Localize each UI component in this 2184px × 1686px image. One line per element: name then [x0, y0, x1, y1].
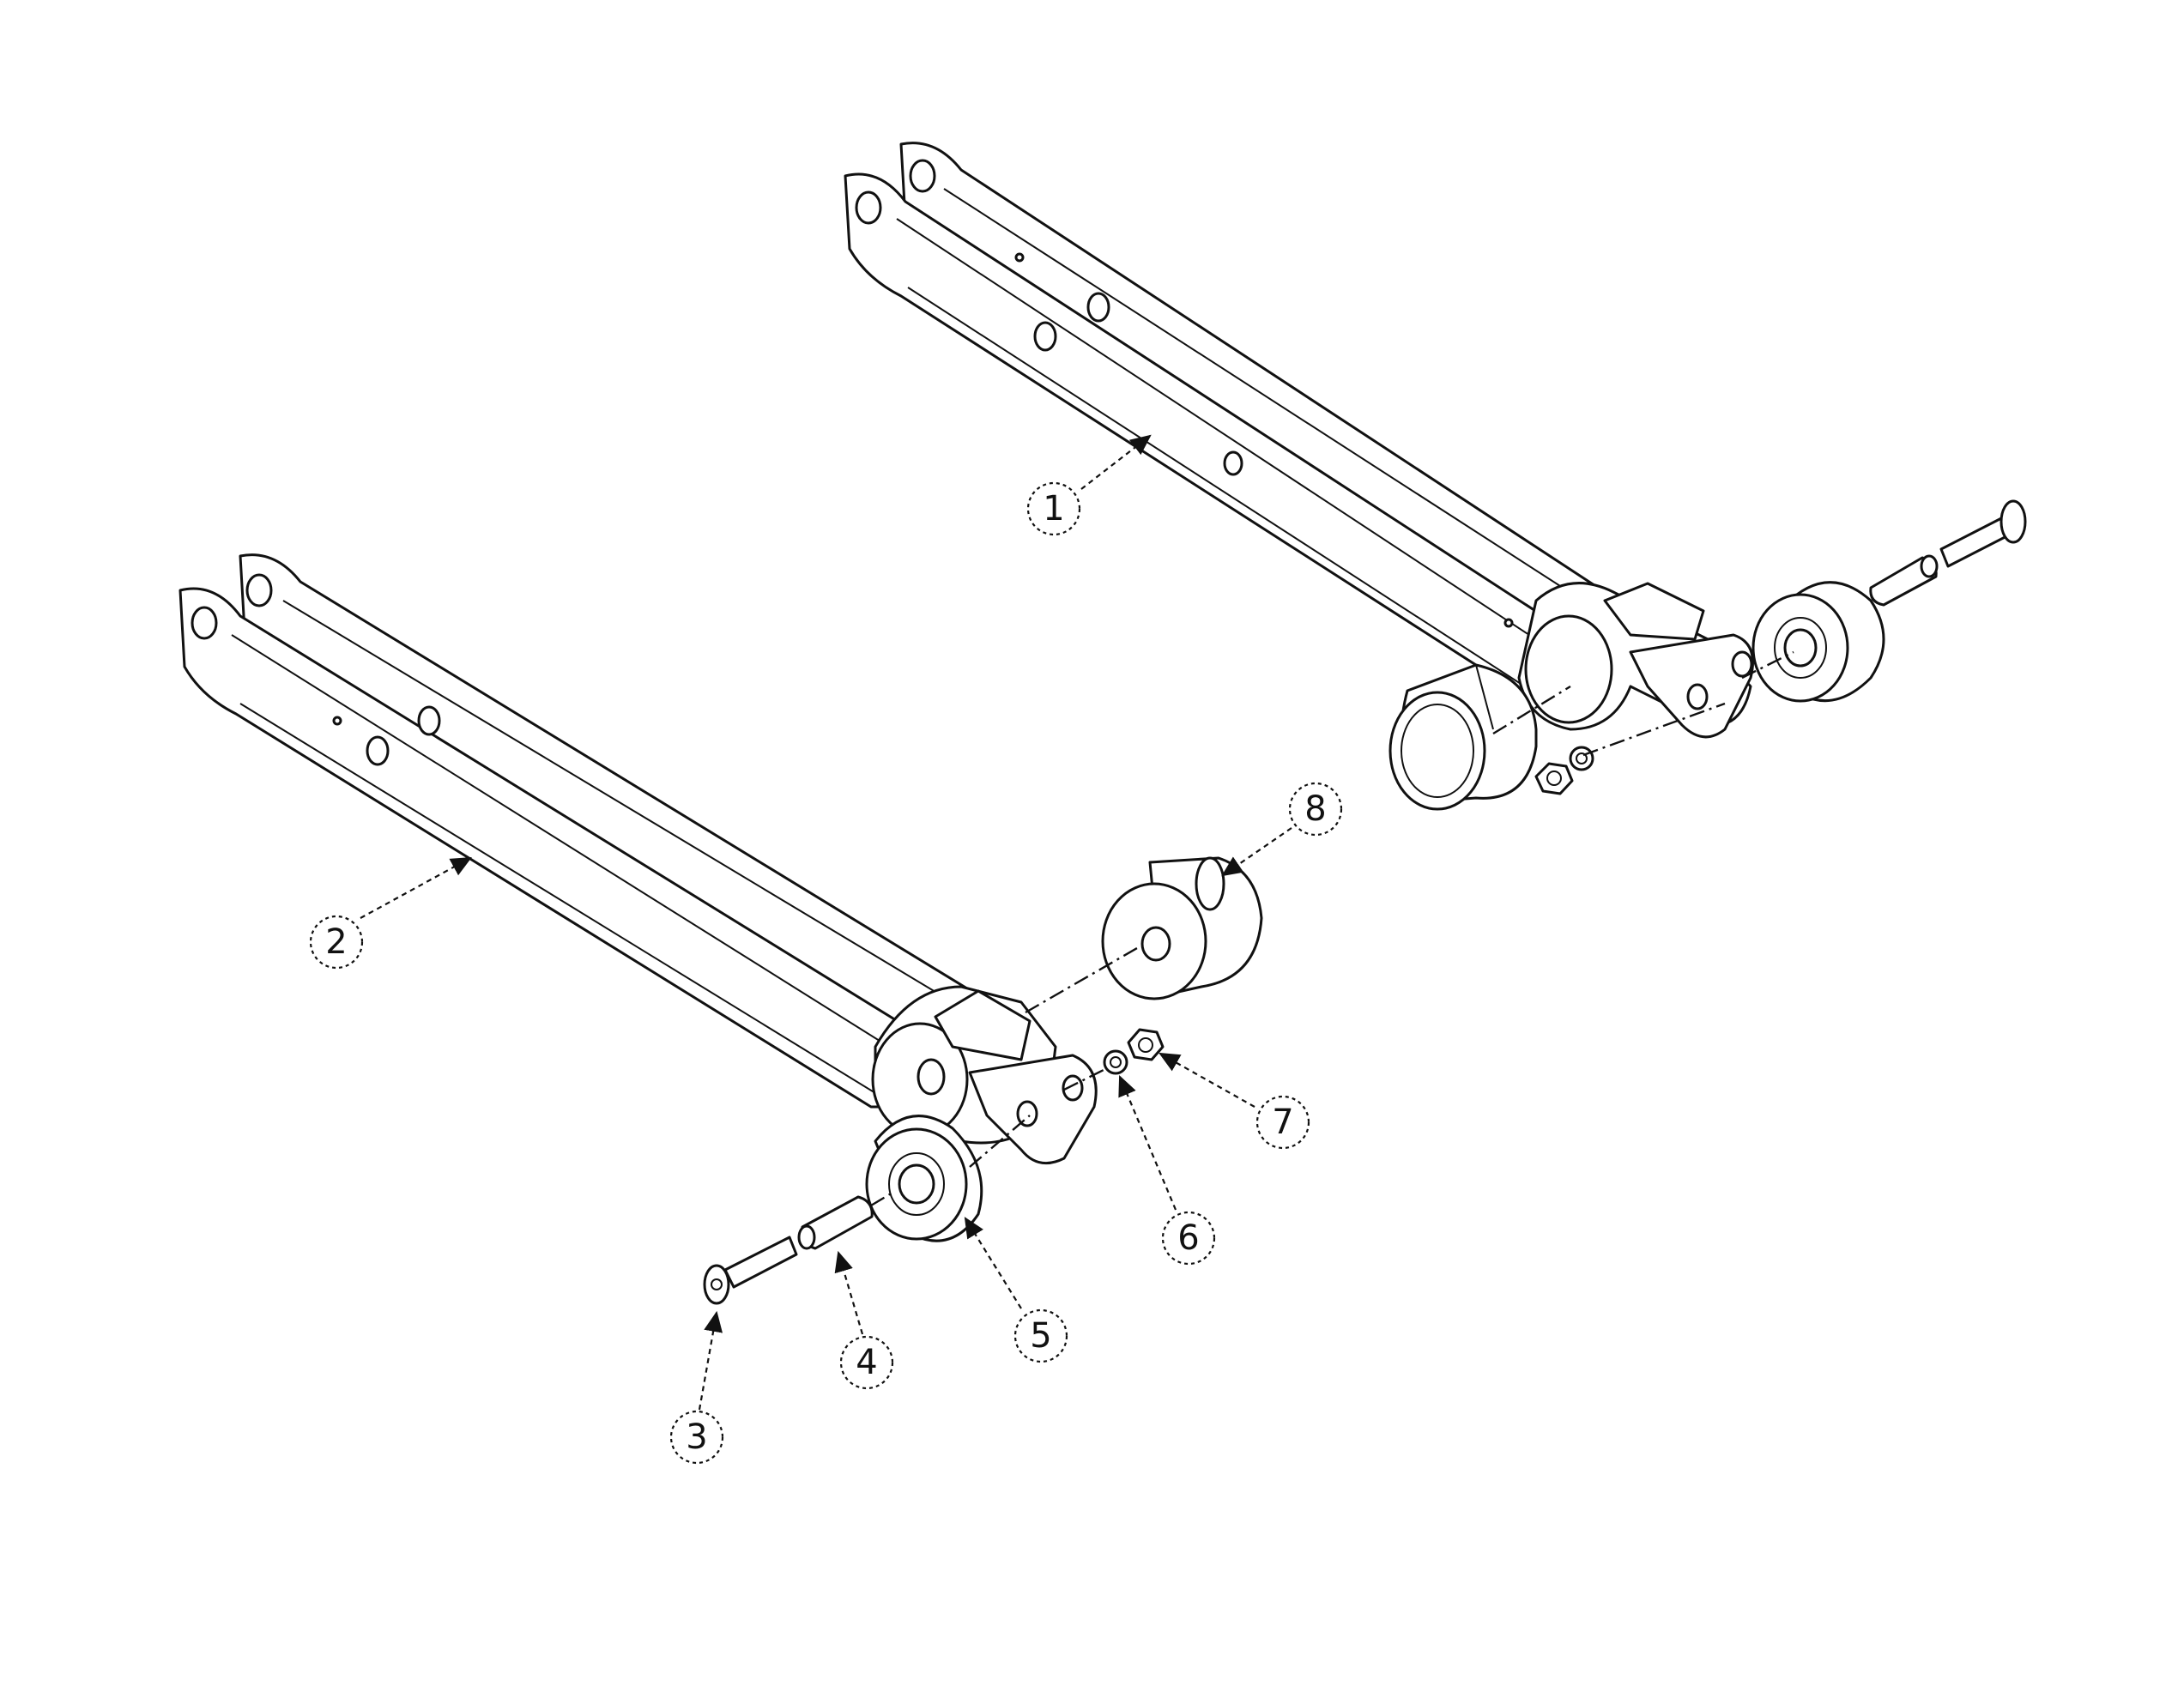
axis-line-upper-3	[1741, 650, 1794, 680]
callout-balloon-8: 8	[1288, 782, 1343, 837]
bolt-lower	[703, 1236, 798, 1305]
callout-number-3: 3	[686, 1417, 707, 1457]
axis-line-lower-4	[870, 1191, 893, 1207]
leader-4	[834, 1250, 864, 1335]
axis-line-lower-2	[1063, 1067, 1108, 1091]
leader-3	[698, 1310, 723, 1411]
nut-lower	[1127, 1028, 1165, 1061]
callout-number-6: 6	[1177, 1218, 1199, 1258]
leader-2	[360, 856, 472, 919]
bushing-upper	[1388, 663, 1538, 811]
spacer-upper	[1869, 554, 1939, 607]
roller-wheel-upper	[1751, 581, 1885, 703]
callout-balloon-1: 1	[1026, 481, 1081, 536]
leader-7	[1159, 1052, 1255, 1108]
callout-balloon-7: 7	[1255, 1095, 1310, 1150]
callout-number-7: 7	[1272, 1103, 1293, 1142]
axis-line-lower-3	[969, 1115, 1031, 1168]
trailing-arm-upper	[844, 142, 1754, 739]
callout-number-8: 8	[1304, 789, 1326, 829]
callout-number-1: 1	[1043, 489, 1064, 529]
callout-balloon-2: 2	[309, 915, 364, 970]
callout-number-2: 2	[325, 922, 347, 962]
callout-balloon-6: 6	[1161, 1211, 1216, 1266]
leader-6	[1118, 1074, 1177, 1211]
callout-number-5: 5	[1030, 1316, 1051, 1356]
axis-line-upper-2	[1582, 702, 1726, 757]
bushing-lower	[1101, 856, 1263, 1000]
callout-balloon-5: 5	[1013, 1308, 1068, 1363]
lockwasher-lower	[1103, 1049, 1128, 1075]
spacer-lower	[797, 1195, 874, 1250]
trailing-arm-lower	[178, 553, 1098, 1165]
roller-wheel-lower	[865, 1115, 983, 1242]
axis-line-lower-1	[1025, 946, 1138, 1014]
leader-1	[1080, 434, 1152, 490]
leader-8	[1221, 827, 1292, 877]
axis-line-upper-1	[1492, 685, 1571, 735]
leader-5	[964, 1217, 1022, 1309]
bolt-upper	[1939, 499, 2027, 568]
callout-number-4: 4	[856, 1343, 877, 1382]
callout-balloon-3: 3	[669, 1410, 724, 1465]
callout-balloon-4: 4	[839, 1335, 894, 1390]
